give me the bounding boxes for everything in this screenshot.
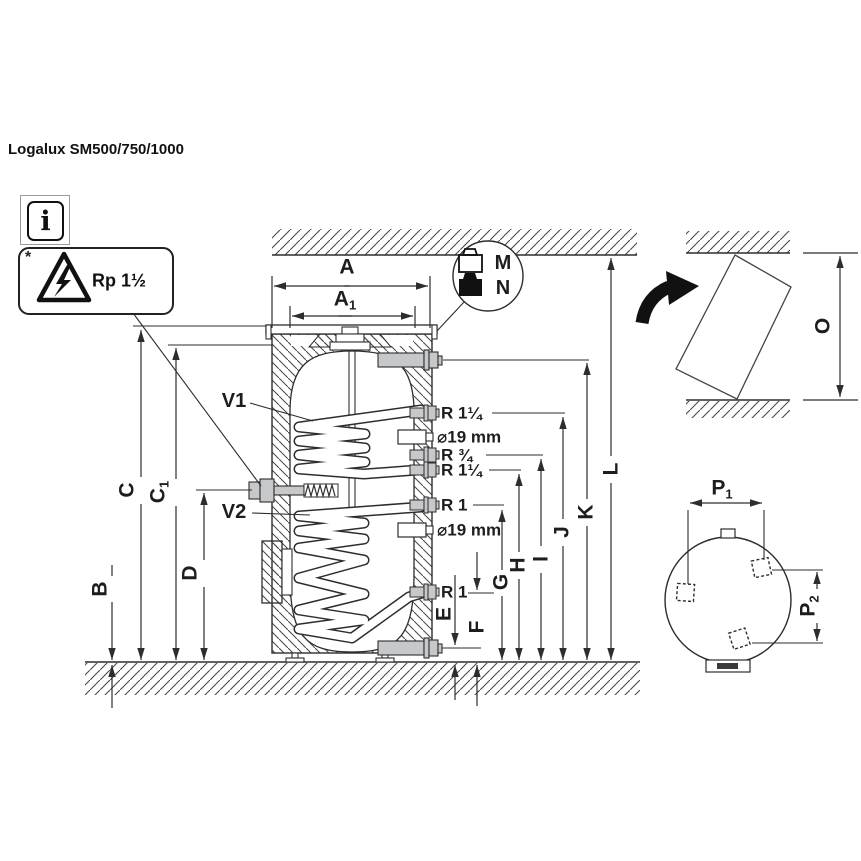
info-box: i bbox=[20, 195, 70, 245]
port-label-d19-top: ⌀19 mm bbox=[437, 427, 502, 447]
dim-label-e: E bbox=[432, 606, 456, 622]
empty-weight-icon bbox=[458, 248, 483, 273]
dim-label-f: F bbox=[465, 620, 489, 634]
dim-label-i: I bbox=[529, 556, 553, 562]
port-label-d19-mid: ⌀19 mm bbox=[437, 520, 502, 540]
weight-label-n: N bbox=[495, 277, 511, 299]
gross-weight-icon bbox=[459, 273, 482, 296]
coil-v2 bbox=[293, 501, 428, 644]
ceiling-hatch-main bbox=[272, 229, 637, 256]
weight-legend bbox=[452, 240, 524, 312]
dimension-lines bbox=[108, 258, 615, 708]
inspection-flange bbox=[261, 540, 293, 604]
dim-label-p2: P2 bbox=[796, 595, 822, 617]
dim-label-c: C bbox=[115, 482, 139, 498]
leader-lines bbox=[132, 301, 589, 649]
dim-label-g: G bbox=[489, 573, 513, 591]
warning-asterisk: * bbox=[25, 249, 32, 266]
dim-label-a: A bbox=[339, 255, 355, 279]
dim-label-c1: C1 bbox=[146, 480, 172, 504]
tilt-figure bbox=[635, 231, 858, 418]
dim-label-l: L bbox=[599, 462, 623, 476]
ports bbox=[377, 349, 443, 659]
tilt-arrow-icon bbox=[635, 271, 699, 325]
page-title: Logalux SM500/750/1000 bbox=[8, 141, 184, 158]
coil-v1-label: V1 bbox=[221, 390, 247, 412]
dim-label-b: B bbox=[88, 581, 112, 597]
dim-label-p1: P1 bbox=[711, 476, 733, 502]
info-icon: i bbox=[27, 201, 64, 241]
heater-thread-label: Rp 1½ bbox=[92, 270, 147, 291]
dim-p2-lines bbox=[752, 569, 823, 644]
dim-label-a1: A1 bbox=[333, 287, 357, 313]
coil-v1 bbox=[293, 404, 427, 480]
dim-label-o: O bbox=[811, 317, 835, 335]
port-label-r114-mid: R 1¼ bbox=[441, 460, 482, 480]
dim-o-lines bbox=[803, 252, 858, 401]
port-label-r1-mid: R 1 bbox=[441, 495, 468, 515]
dim-label-h: H bbox=[506, 557, 530, 573]
weight-label-m: M bbox=[494, 252, 512, 274]
dim-label-j: J bbox=[550, 526, 574, 538]
tank-section bbox=[248, 324, 443, 663]
port-label-r34: R ¾ bbox=[441, 445, 473, 465]
heater-flange bbox=[248, 478, 339, 503]
tank-feet bbox=[285, 652, 395, 663]
dim-label-d: D bbox=[178, 565, 202, 581]
floor-hatch-main bbox=[85, 661, 640, 695]
port-label-r114-top: R 1¼ bbox=[441, 403, 482, 423]
foot-positions bbox=[675, 556, 773, 651]
dim-p1-lines bbox=[687, 499, 765, 584]
port-label-r1-bottom: R 1 bbox=[441, 582, 468, 602]
coil-v2-label: V2 bbox=[221, 501, 247, 523]
top-view bbox=[664, 499, 823, 673]
dim-label-k: K bbox=[574, 504, 598, 520]
